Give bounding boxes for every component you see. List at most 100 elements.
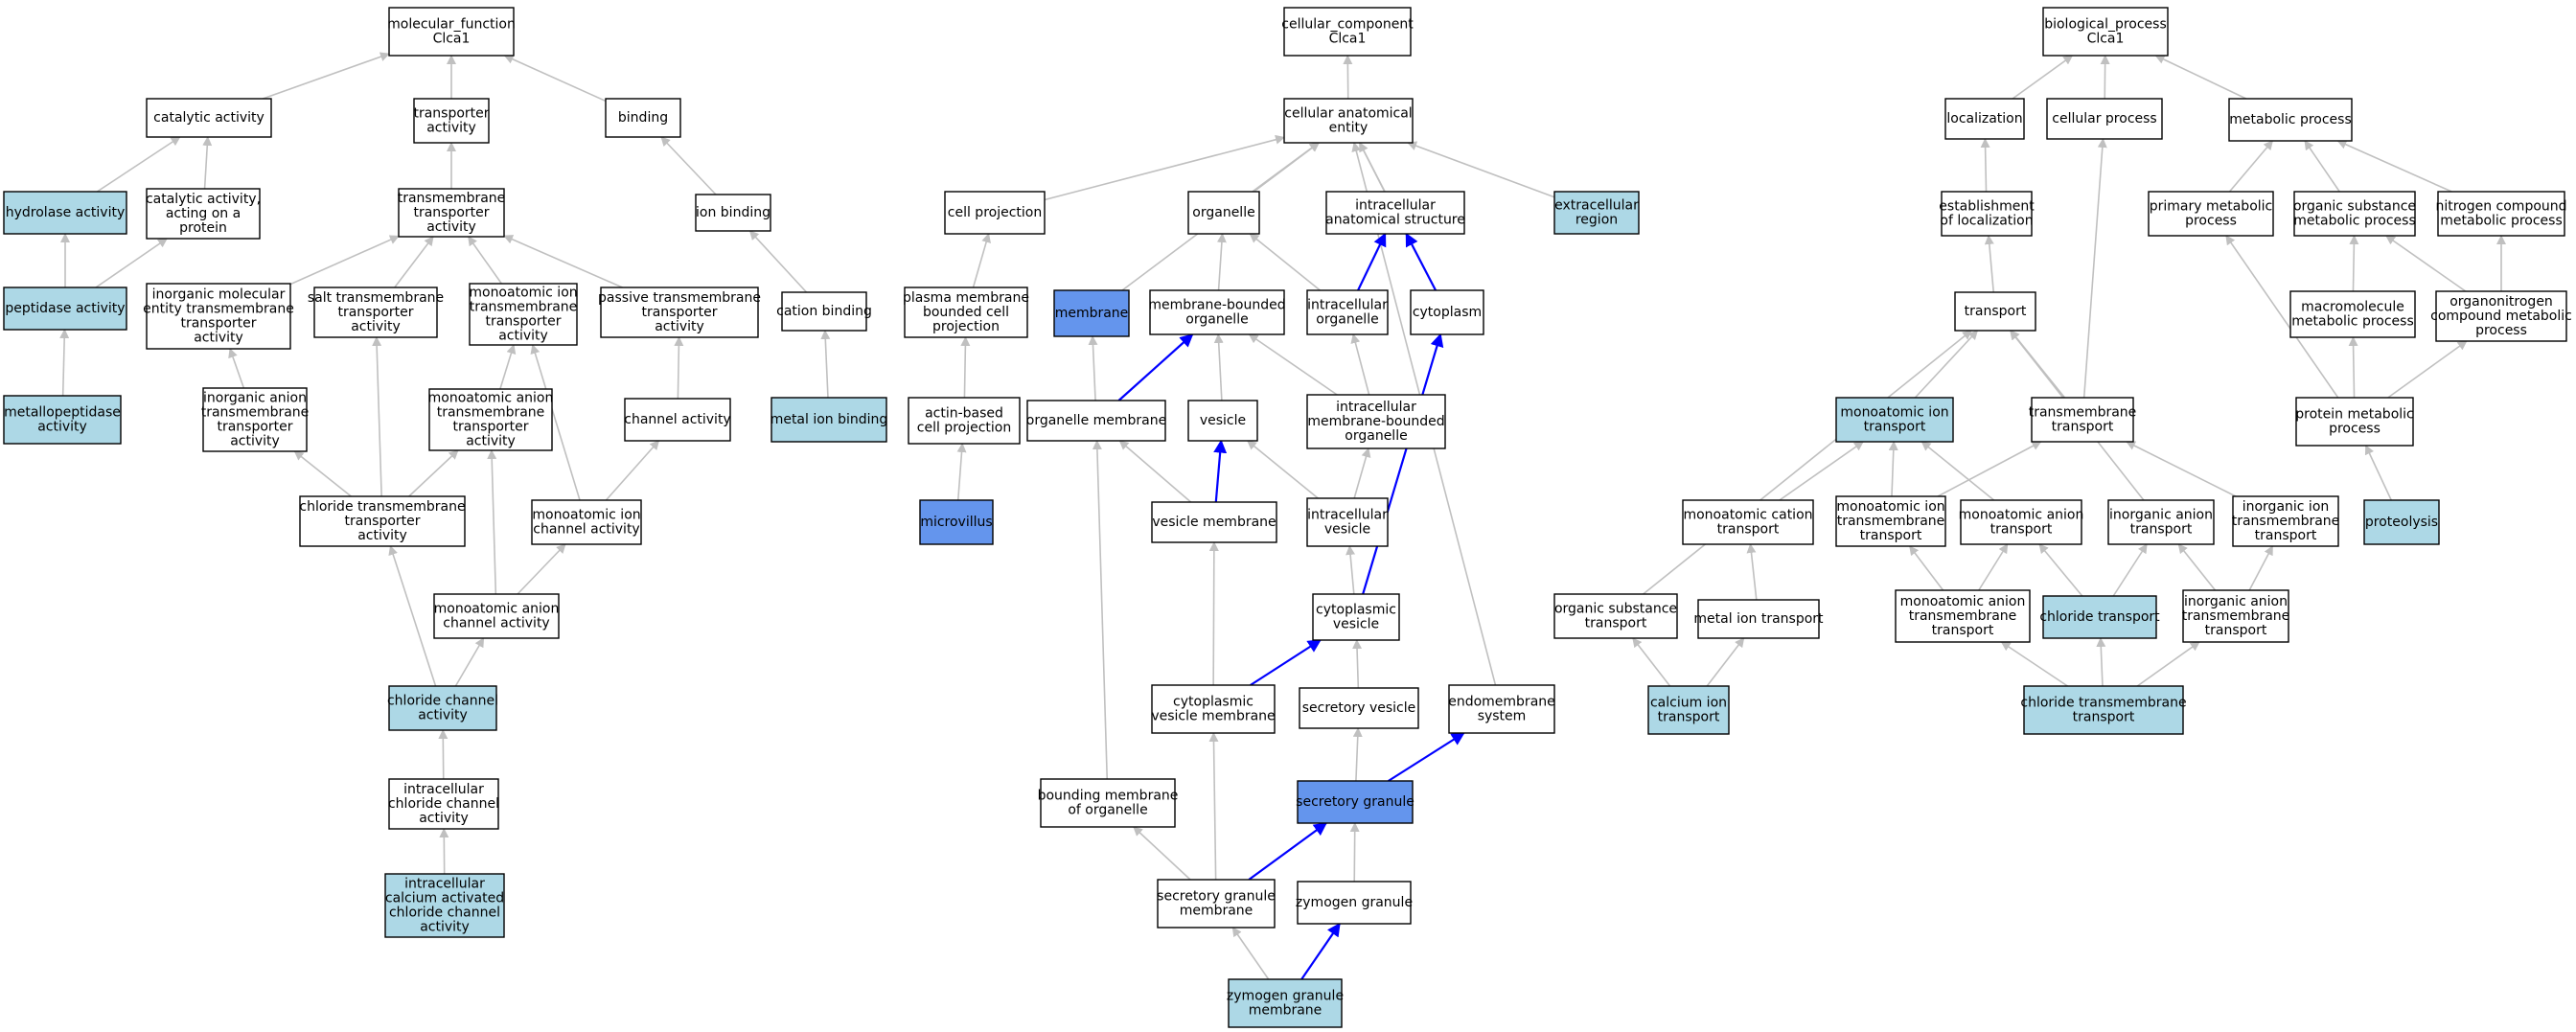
edge-cytovesmembrane-to-vesmembrane <box>1208 541 1219 686</box>
node-microvillus[interactable]: microvillus <box>919 499 994 545</box>
node-box <box>388 778 499 830</box>
node-secretory-vesicle[interactable]: secretory vesicle <box>1299 687 1419 729</box>
node-label-line: activity <box>655 319 704 334</box>
node-localization[interactable]: localization <box>1944 98 2025 140</box>
node-cation-binding[interactable]: cation binding <box>776 291 872 332</box>
node-ion-binding[interactable]: ion binding <box>695 194 771 232</box>
node-label-line: monoatomic ion <box>1836 499 1944 515</box>
node-box <box>770 397 887 443</box>
node-cellular-process[interactable]: cellular process <box>2046 98 2163 140</box>
node-label-line: activity <box>351 319 401 334</box>
node-vesicle-membrane[interactable]: vesicle membrane <box>1151 501 1277 543</box>
node-box <box>1053 289 1130 337</box>
node-label-line: cell projection <box>948 205 1042 220</box>
node-label-line: transport <box>1717 522 1780 538</box>
node-inorganic-anion-transmembrane-transporter-activity[interactable]: inorganic aniontransmembranetransportera… <box>201 387 310 452</box>
node-binding[interactable]: binding <box>605 98 681 138</box>
node-box <box>2148 191 2274 237</box>
node-channel-activity[interactable]: channel activity <box>624 398 731 442</box>
node-transport[interactable]: transport <box>1954 291 2036 332</box>
node-vesicle[interactable]: vesicle <box>1187 400 1258 442</box>
node-metabolic-process[interactable]: metabolic process <box>2228 98 2353 142</box>
node-label-line: organelle <box>1192 205 1254 220</box>
node-hydrolase-activity[interactable]: hydrolase activity <box>3 191 127 235</box>
node-metal-ion-binding[interactable]: metal ion binding <box>770 397 888 443</box>
node-chloride-transmembrane-transporter-activity[interactable]: chloride transmembranetransporteractivit… <box>299 495 466 547</box>
node-cell-projection[interactable]: cell projection <box>944 191 1046 235</box>
node-secretory-granule[interactable]: secretory granule <box>1296 780 1414 824</box>
node-zymogen-granule[interactable]: zymogen granule <box>1296 881 1413 925</box>
node-box <box>3 191 127 235</box>
node-label-line: transport <box>1864 420 1926 435</box>
node-organelle[interactable]: organelle <box>1187 191 1260 235</box>
edge-cytovesmembrane-to-cytovesicle <box>1250 639 1322 686</box>
node-label-line: zymogen granule <box>1227 989 1344 1004</box>
node-peptidase-activity[interactable]: peptidase activity <box>3 287 127 331</box>
node-cytoplasm[interactable]: cytoplasm <box>1410 289 1484 335</box>
node-label-line: primary metabolic <box>2150 199 2273 215</box>
node-chloride-transport[interactable]: chloride transport <box>2039 595 2160 639</box>
node-label-line: biological_process <box>2044 17 2167 33</box>
node-proteolysis[interactable]: proteolysis <box>2363 499 2440 545</box>
node-box <box>146 283 291 350</box>
node-monoatomic-anion-transmembrane-transporter-activity[interactable]: monoatomic aniontransmembranetransporter… <box>428 388 554 451</box>
node-box <box>2228 98 2353 142</box>
node-catalytic-activity[interactable]: catalytic activity <box>146 98 272 138</box>
edge-orgsubtransport-to-transport <box>1643 330 1972 595</box>
node-membrane[interactable]: membrane <box>1053 289 1130 337</box>
node-monoatomic-ion-transmembrane-transporter-activity[interactable]: monoatomic iontransmembranetransporterac… <box>469 283 578 346</box>
node-metal-ion-transport[interactable]: metal ion transport <box>1693 599 1824 639</box>
node-organelle-membrane[interactable]: organelle membrane <box>1026 400 1166 442</box>
node-box <box>384 873 505 938</box>
